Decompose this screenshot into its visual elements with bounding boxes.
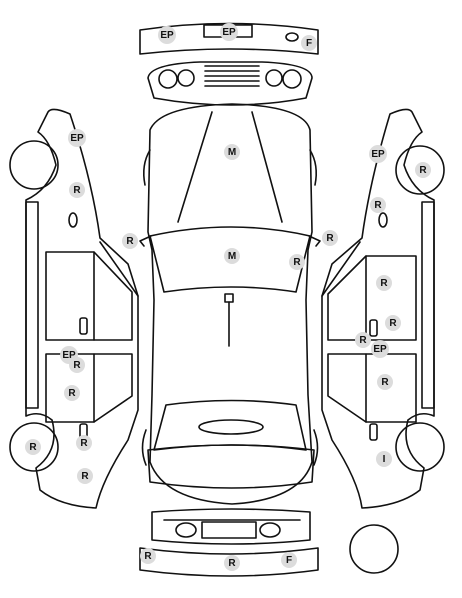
- damage-marker-label: R: [81, 471, 89, 482]
- damage-marker-rb-r-center: R: [224, 555, 240, 571]
- damage-marker-dot: [69, 357, 85, 373]
- damage-marker-ls-r-rear-wheel: R: [25, 439, 41, 455]
- damage-marker-label: EP: [371, 149, 385, 160]
- damage-marker-rs-r-rocker: R: [355, 332, 371, 348]
- damage-marker-dot: [376, 451, 392, 467]
- damage-marker-dot: [122, 233, 138, 249]
- damage-marker-dot: [369, 145, 387, 163]
- damage-marker-label: I: [383, 454, 386, 465]
- damage-marker-label: F: [306, 38, 312, 49]
- damage-marker-ls-r-rear-door-handle: R: [76, 435, 92, 451]
- damage-marker-dot: [301, 35, 317, 51]
- damage-marker-rs-ep-rocker: EP: [371, 340, 389, 358]
- damage-marker-label: R: [359, 335, 367, 346]
- damage-marker-label: M: [228, 251, 236, 262]
- damage-marker-dot: [76, 435, 92, 451]
- spare-tire: [349, 524, 399, 574]
- damage-marker-ls-r-rear-quarter: R: [77, 468, 93, 484]
- damage-marker-rs-r-front-wheel: R: [415, 162, 431, 178]
- damage-marker-label: F: [286, 555, 292, 566]
- damage-marker-label: EP: [160, 30, 174, 41]
- damage-marker-fb-ep-left: EP: [158, 26, 176, 44]
- damage-marker-dot: [224, 555, 240, 571]
- damage-marker-dot: [220, 23, 238, 41]
- damage-marker-dot: [140, 548, 156, 564]
- left-rear-wheel: [9, 422, 59, 472]
- damage-marker-rs-ep-front-fender: EP: [369, 145, 387, 163]
- damage-marker-dot: [355, 332, 371, 348]
- front-fascia: [147, 61, 313, 106]
- damage-marker-rs-i-rear-quarter: I: [376, 451, 392, 467]
- damage-marker-dot: [370, 197, 386, 213]
- damage-marker-label: R: [73, 185, 81, 196]
- damage-marker-rs-r-front-door-lower: R: [385, 315, 401, 331]
- damage-marker-ls-r-front-fender: R: [69, 182, 85, 198]
- right-rear-wheel: [395, 422, 445, 472]
- rear-bumper: [139, 547, 319, 577]
- damage-marker-dot: [289, 254, 305, 270]
- damage-marker-dot: [385, 315, 401, 331]
- damage-marker-label: R: [126, 236, 134, 247]
- left-side-view: [9, 108, 139, 509]
- damage-marker-rf-r-left-mirror: R: [122, 233, 138, 249]
- damage-marker-label: R: [381, 377, 389, 388]
- damage-marker-dot: [64, 385, 80, 401]
- damage-marker-rb-r-left: R: [140, 548, 156, 564]
- damage-marker-label: R: [293, 257, 301, 268]
- damage-marker-label: R: [68, 388, 76, 399]
- rear-fascia: [151, 508, 311, 545]
- damage-marker-ls-r-rocker: R: [69, 357, 85, 373]
- damage-marker-dot: [415, 162, 431, 178]
- damage-marker-rs-r-front-door: R: [376, 275, 392, 291]
- damage-marker-label: EP: [62, 350, 76, 361]
- damage-marker-rf-r-right-a-pillar: R: [289, 254, 305, 270]
- damage-marker-ls-r-rear-door: R: [64, 385, 80, 401]
- damage-marker-dot: [224, 144, 240, 160]
- damage-marker-label: R: [419, 165, 427, 176]
- damage-marker-label: EP: [70, 133, 84, 144]
- damage-marker-label: R: [29, 442, 37, 453]
- damage-marker-label: R: [374, 200, 382, 211]
- damage-marker-rf-r-right-mirror: R: [322, 230, 338, 246]
- damage-marker-fb-f-right: F: [301, 35, 317, 51]
- damage-marker-dot: [322, 230, 338, 246]
- damage-marker-rf-m-hood: M: [224, 144, 240, 160]
- damage-marker-label: M: [228, 147, 236, 158]
- left-front-wheel: [9, 140, 59, 190]
- damage-marker-label: R: [380, 278, 388, 289]
- damage-marker-dot: [69, 182, 85, 198]
- damage-marker-label: R: [80, 438, 88, 449]
- damage-marker-dot: [25, 439, 41, 455]
- car-top-view: [139, 103, 321, 505]
- damage-marker-dot: [376, 275, 392, 291]
- damage-marker-dot: [224, 248, 240, 264]
- right-front-wheel: [395, 145, 445, 195]
- damage-marker-label: EP: [373, 344, 387, 355]
- damage-marker-label: R: [144, 551, 152, 562]
- damage-marker-rs-r-fender-lower: R: [370, 197, 386, 213]
- damage-marker-label: R: [228, 558, 236, 569]
- damage-marker-dot: [68, 129, 86, 147]
- damage-marker-rf-m-windshield: M: [224, 248, 240, 264]
- damage-marker-label: R: [389, 318, 397, 329]
- damage-marker-label: R: [326, 233, 334, 244]
- damage-marker-dot: [77, 468, 93, 484]
- damage-marker-rb-f-right: F: [281, 552, 297, 568]
- damage-marker-fb-ep-center: EP: [220, 23, 238, 41]
- damage-marker-dot: [377, 374, 393, 390]
- damage-marker-dot: [281, 552, 297, 568]
- damage-marker-label: R: [73, 360, 81, 371]
- damage-marker-rs-r-rear-door: R: [377, 374, 393, 390]
- damage-marker-label: EP: [222, 27, 236, 38]
- damage-marker-dot: [158, 26, 176, 44]
- damage-marker-dot: [371, 340, 389, 358]
- damage-marker-ls-ep-front-fender: EP: [68, 129, 86, 147]
